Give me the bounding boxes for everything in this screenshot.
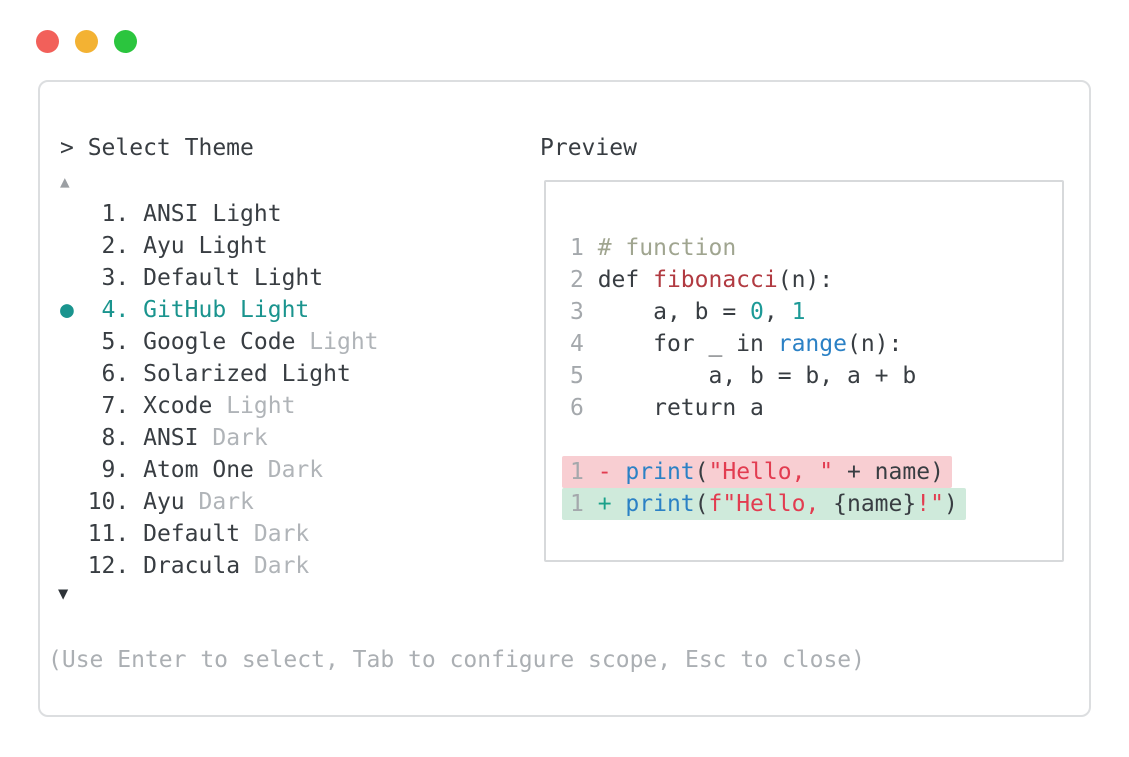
theme-option-variant: Dark xyxy=(198,489,254,515)
diff-minus-icon: - xyxy=(597,459,626,485)
theme-option-variant: Light xyxy=(240,297,310,323)
theme-option-number: 7. xyxy=(73,393,144,419)
marker-placeholder xyxy=(60,521,74,547)
code-line: 3 a, b = 0, 1 xyxy=(570,299,806,325)
theme-option-variant: Light xyxy=(198,233,268,259)
theme-option-name: GitHub xyxy=(143,297,241,323)
theme-option-name: Atom One xyxy=(143,457,268,483)
theme-option-name: Ayu xyxy=(143,489,199,515)
theme-option-name: Xcode xyxy=(143,393,227,419)
code-line: 5 a, b = b, a + b xyxy=(570,363,917,389)
theme-option-name: Ayu xyxy=(143,233,199,259)
code-line: 1 # function xyxy=(570,235,737,261)
marker-placeholder xyxy=(60,457,74,483)
theme-option-name: Solarized xyxy=(143,361,282,387)
theme-option-default-dark[interactable]: 11. Default Dark xyxy=(60,518,379,550)
theme-option-number: 1. xyxy=(73,201,144,227)
theme-option-ayu-dark[interactable]: 10. Ayu Dark xyxy=(60,486,379,518)
theme-option-number: 12. xyxy=(73,553,144,579)
code-line: 4 for _ in range(n): xyxy=(570,331,903,357)
blank-line xyxy=(570,424,966,456)
theme-option-name: Google Code xyxy=(143,329,310,355)
scroll-down-icon[interactable]: ▼ xyxy=(58,584,69,604)
theme-option-number: 5. xyxy=(73,329,144,355)
marker-placeholder xyxy=(60,233,74,259)
theme-option-default-light[interactable]: 3. Default Light xyxy=(60,262,379,294)
theme-option-number: 2. xyxy=(73,233,144,259)
theme-option-name: ANSI xyxy=(143,425,213,451)
theme-option-number: 11. xyxy=(73,521,144,547)
theme-list: 1. ANSI Light 2. Ayu Light 3. Default Li… xyxy=(60,198,379,582)
theme-option-atom-one-dark[interactable]: 9. Atom One Dark xyxy=(60,454,379,486)
marker-placeholder xyxy=(60,553,74,579)
theme-option-number: 10. xyxy=(73,489,144,515)
preview-title: Preview xyxy=(540,135,637,161)
zoom-button[interactable] xyxy=(114,30,137,53)
theme-option-variant: Light xyxy=(226,393,296,419)
scroll-up-icon[interactable]: ▲ xyxy=(60,172,70,191)
marker-placeholder xyxy=(60,265,74,291)
diff-highlight-added: 1 + print(f"Hello, {name}!") xyxy=(562,488,966,520)
theme-picker-panel: > Select Theme ▲ 1. ANSI Light 2. Ayu Li… xyxy=(38,80,1091,717)
prompt-title: > Select Theme xyxy=(60,135,254,161)
theme-option-solarized-light[interactable]: 6. Solarized Light xyxy=(60,358,379,390)
diff-line-added: 1 + print(f"Hello, {name}!") xyxy=(562,488,966,520)
minimize-button[interactable] xyxy=(75,30,98,53)
selected-bullet-icon: ● xyxy=(60,297,74,323)
theme-option-google-code-light[interactable]: 5. Google Code Light xyxy=(60,326,379,358)
marker-placeholder xyxy=(60,329,74,355)
theme-option-variant: Light xyxy=(309,329,379,355)
preview-pane: 1 # function 2 def fibonacci(n): 3 a, b = … xyxy=(544,180,1064,562)
code-line: 6 return a xyxy=(570,395,764,421)
theme-option-name: Default xyxy=(143,265,254,291)
theme-option-dracula-dark[interactable]: 12. Dracula Dark xyxy=(60,550,379,582)
theme-option-name: Default xyxy=(143,521,254,547)
theme-option-variant: Dark xyxy=(253,553,310,579)
marker-placeholder xyxy=(60,489,74,515)
theme-option-variant: Dark xyxy=(267,457,324,483)
theme-option-ansi-light[interactable]: 1. ANSI Light xyxy=(60,198,379,230)
theme-option-name: ANSI xyxy=(143,201,213,227)
diff-line-removed: 1 - print("Hello, " + name) xyxy=(562,456,966,488)
theme-option-name: Dracula xyxy=(143,553,254,579)
theme-option-number: 4. xyxy=(73,297,144,323)
diff-plus-icon: + xyxy=(597,491,626,517)
theme-option-variant: Light xyxy=(212,201,282,227)
marker-placeholder xyxy=(60,201,74,227)
marker-placeholder xyxy=(60,393,74,419)
theme-option-xcode-light[interactable]: 7. Xcode Light xyxy=(60,390,379,422)
marker-placeholder xyxy=(60,425,74,451)
theme-option-variant: Light xyxy=(281,361,351,387)
theme-option-number: 9. xyxy=(73,457,144,483)
theme-option-variant: Dark xyxy=(253,521,310,547)
close-button[interactable] xyxy=(36,30,59,53)
theme-option-variant: Light xyxy=(253,265,324,291)
theme-option-ansi-dark[interactable]: 8. ANSI Dark xyxy=(60,422,379,454)
theme-option-number: 6. xyxy=(73,361,144,387)
theme-option-variant: Dark xyxy=(212,425,268,451)
marker-placeholder xyxy=(60,361,74,387)
theme-option-number: 3. xyxy=(73,265,144,291)
diff-highlight-removed: 1 - print("Hello, " + name) xyxy=(562,456,952,488)
keyboard-hint: (Use Enter to select, Tab to configure s… xyxy=(48,647,865,673)
theme-option-ayu-light[interactable]: 2. Ayu Light xyxy=(60,230,379,262)
theme-option-github-light[interactable]: ● 4. GitHub Light xyxy=(60,294,379,326)
code-line: 2 def fibonacci(n): xyxy=(570,267,834,293)
theme-option-number: 8. xyxy=(73,425,144,451)
code-block: 1 # function 2 def fibonacci(n): 3 a, b = … xyxy=(562,232,966,520)
